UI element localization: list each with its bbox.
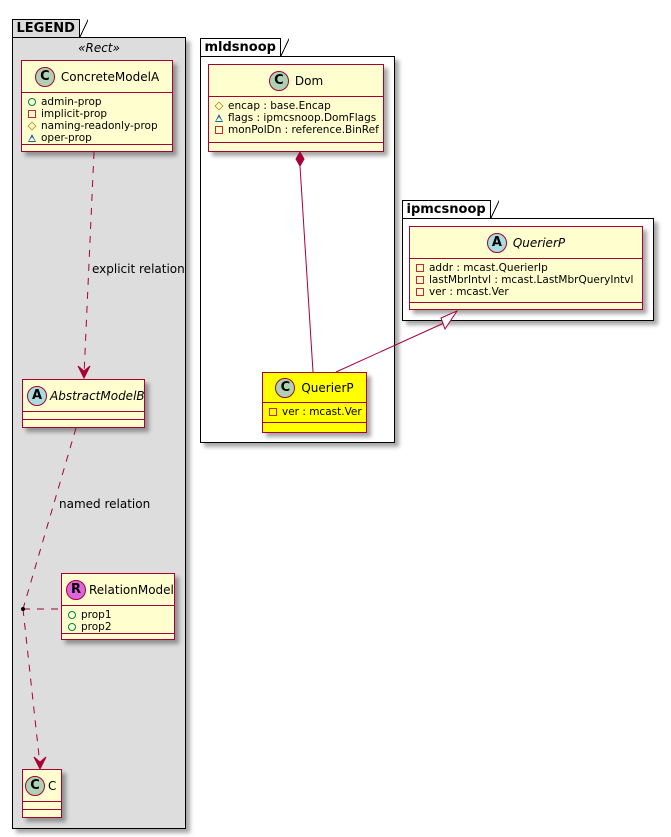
attribute-row: prop2 [68,621,168,633]
private-square-icon [28,110,36,118]
private-square-icon [416,264,424,272]
package-triangle-icon [28,134,36,142]
mldsnoop-querierp-name: QuerierP [301,380,354,395]
attribute-text: flags : ipmcsnoop.DomFlags [228,112,377,124]
mldsnoop-package-tab: mldsnoop [199,37,290,57]
legend-stereotype: «Rect» [78,41,120,55]
ipmcsnoop-querierp-name: QuerierP [512,235,566,250]
protected-diamond-icon [27,121,37,131]
attribute-text: implicit-prop [41,108,108,120]
dom-header: C Dom [209,65,383,97]
attribute-row: ver : mcast.Ver [269,406,362,418]
mldsnoop-querierp-class[interactable]: C QuerierP ver : mcast.Ver [262,372,367,433]
class-c[interactable]: C C [22,769,62,818]
named-relation-label: named relation [59,497,151,511]
attribute-text: oper-prop [41,132,92,144]
mldsnoop-querierp-attributes: ver : mcast.Ver [263,403,366,423]
attribute-row: encap : base.Encap [214,100,377,112]
class-c-name: C [48,778,57,793]
attribute-row: ver : mcast.Ver [416,286,636,298]
attribute-text: admin-prop [41,96,102,108]
ipmcsnoop-querierp-attributes: addr : mcast.QuerierIp lastMbrIntvl : mc… [410,259,642,303]
relation-model-header: R RelationModel [62,574,174,606]
concrete-model-a-name: ConcreteModelA [60,69,160,84]
attribute-row: prop1 [68,609,168,621]
class-badge-icon: C [268,70,289,91]
attribute-text: monPolDn : reference.BinRef [228,124,379,136]
public-circle-icon [68,623,76,631]
dom-name: Dom [294,73,324,88]
mldsnoop-querierp-header: C QuerierP [263,373,366,403]
abstract-badge-icon: A [486,232,507,253]
private-square-icon [416,276,424,284]
attribute-row: naming-readonly-prop [27,120,166,132]
public-circle-icon [28,98,36,106]
public-circle-icon [68,611,76,619]
attribute-row: implicit-prop [28,108,166,120]
relation-badge-icon: R [66,579,86,600]
private-square-icon [416,288,424,296]
concrete-model-a-methods [22,145,172,153]
mldsnoop-querierp-methods [263,423,366,431]
attribute-row: addr : mcast.QuerierIp [416,262,636,274]
attribute-row: flags : ipmcsnoop.DomFlags [215,112,377,124]
abstract-model-b-methods [23,420,144,428]
ipmcsnoop-querierp-class[interactable]: A QuerierP addr : mcast.QuerierIp lastMb… [409,226,643,310]
attribute-row: monPolDn : reference.BinRef [215,124,379,136]
ipmcsnoop-package-name: ipmcsnoop [406,201,486,217]
mldsnoop-package-name: mldsnoop [204,39,276,55]
attribute-text: prop2 [81,621,112,633]
legend-package: LEGEND «Rect» [11,18,186,829]
abstract-badge-icon: A [27,385,47,406]
protected-diamond-icon [214,101,224,111]
dom-class[interactable]: C Dom encap : base.Encap flags : ipmcsno… [208,64,384,152]
ipmcsnoop-querierp-methods [410,303,642,311]
private-square-icon [215,126,223,134]
concrete-model-a-attributes: admin-prop implicit-prop naming-readonly… [22,93,172,145]
attribute-row: admin-prop [28,96,166,108]
attribute-text: lastMbrIntvl : mcast.LastMbrQueryIntvl [429,274,634,286]
attribute-text: naming-readonly-prop [41,120,158,132]
concrete-model-a-header: C ConcreteModelA [22,61,172,93]
class-badge-icon: C [25,775,45,796]
dom-methods [209,143,383,151]
relation-model-class[interactable]: R RelationModel prop1 prop2 [61,573,175,640]
dom-attributes: encap : base.Encap flags : ipmcsnoop.Dom… [209,97,383,143]
package-triangle-icon [215,114,223,122]
class-badge-icon: C [275,377,296,398]
class-badge-icon: C [34,66,55,87]
attribute-row: lastMbrIntvl : mcast.LastMbrQueryIntvl [416,274,636,286]
abstract-model-b-class[interactable]: A AbstractModelB [22,379,145,428]
abstract-model-b-attributes [23,412,144,420]
attribute-text: encap : base.Encap [228,100,331,112]
ipmcsnoop-package-tab: ipmcsnoop [401,199,499,219]
concrete-model-a-class[interactable]: C ConcreteModelA admin-prop implicit-pro… [21,60,173,152]
abstract-model-b-header: A AbstractModelB [23,380,145,412]
legend-package-tab: LEGEND [11,18,89,38]
explicit-relation-label: explicit relation [92,262,185,276]
attribute-text: addr : mcast.QuerierIp [429,262,548,274]
ipmcsnoop-querierp-header: A QuerierP [410,227,642,259]
legend-package-name: LEGEND [16,20,75,36]
abstract-model-b-name: AbstractModelB [50,388,145,403]
attribute-row: oper-prop [28,132,166,144]
relation-model-attributes: prop1 prop2 [62,606,174,634]
class-c-header: C C [23,770,61,802]
relation-model-name: RelationModel [89,582,174,597]
relation-model-methods [62,634,174,642]
class-c-attributes [23,802,61,810]
private-square-icon [269,408,277,416]
attribute-text: prop1 [81,609,112,621]
attribute-text: ver : mcast.Ver [282,406,362,418]
attribute-text: ver : mcast.Ver [429,286,509,298]
class-c-methods [23,810,61,818]
